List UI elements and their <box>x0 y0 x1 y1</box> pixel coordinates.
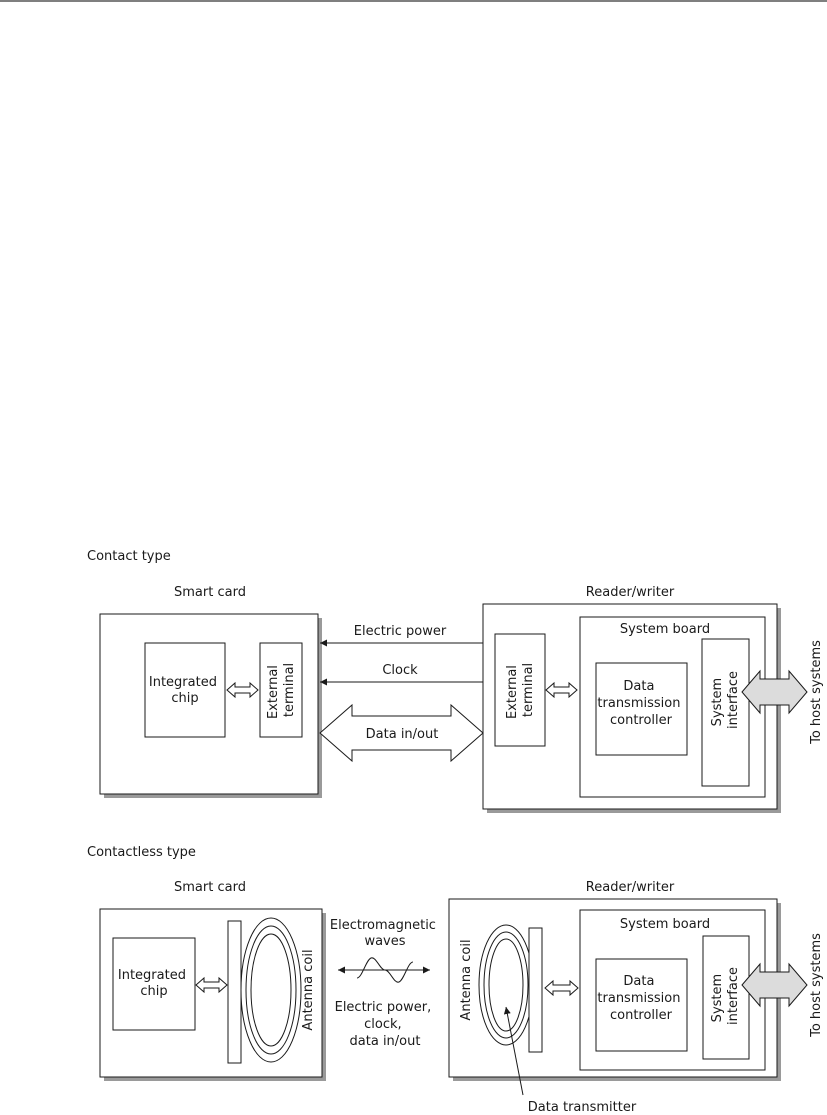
contactless-integrated-chip-label: Integrated chip <box>118 968 190 999</box>
contactless-type-section: Contactless type Smart card Integrated c… <box>87 845 824 1115</box>
contactless-reader-title: Reader/writer <box>586 880 675 895</box>
contactless-data-transmission-controller <box>595 958 688 1052</box>
contactless-reader-coil-arrow <box>544 979 579 997</box>
contactless-card-coil-strip <box>227 920 242 1064</box>
contact-section-label: Contact type <box>87 549 171 564</box>
contact-data-transmission-controller-label: Data transmission controller <box>597 679 684 728</box>
contact-data-in-out-label: Data in/out <box>366 727 439 742</box>
contact-system-interface-label: System interface <box>710 671 741 729</box>
contact-chip-terminal-arrow <box>226 681 259 699</box>
contact-reader-title: Reader/writer <box>586 585 675 600</box>
contact-card-external-terminal-label: External terminal <box>266 661 297 719</box>
contactless-system-board-label: System board <box>620 917 710 932</box>
contactless-data-transmission-controller-label: Data transmission controller <box>597 974 684 1023</box>
contact-type-section: Contact type Smart card Integrated chip … <box>87 549 824 813</box>
contact-reader-terminal-arrow <box>545 681 578 699</box>
contactless-integrated-chip <box>112 937 196 1031</box>
contactless-sine-wave <box>356 957 414 983</box>
contactless-to-host-systems-label: To host systems <box>809 933 824 1038</box>
contact-data-in-out-arrow <box>319 703 484 763</box>
contactless-system-interface-label: System interface <box>710 967 741 1025</box>
contact-data-transmission-controller <box>595 662 688 756</box>
contact-to-host-systems-label: To host systems <box>809 640 824 745</box>
contact-reader-external-terminal-label: External terminal <box>505 661 536 719</box>
contactless-data-transmitter-label: Data transmitter <box>528 1100 637 1115</box>
contactless-reader-antenna-coil-label: Antenna coil <box>459 939 474 1020</box>
contact-system-interface <box>701 638 750 787</box>
contactless-card-antenna-coil-label: Antenna coil <box>301 949 316 1030</box>
contactless-reader-coil-strip <box>528 927 543 1053</box>
contactless-system-interface <box>702 935 750 1060</box>
contact-host-arrow <box>741 669 808 715</box>
contactless-host-arrow <box>741 962 808 1008</box>
contact-card-external-terminal <box>259 642 303 738</box>
contact-integrated-chip-label: Integrated chip <box>149 675 221 706</box>
contactless-chip-coil-arrow <box>195 976 228 994</box>
contactless-section-label: Contactless type <box>87 845 196 860</box>
contact-clock-label: Clock <box>382 663 418 678</box>
contactless-data-transmitter-pointer <box>503 1006 524 1096</box>
contactless-card-antenna-coil <box>240 917 302 1063</box>
contactless-electromagnetic-waves-label: Electromagnetic waves <box>330 918 440 949</box>
contactless-wave-payload-label: Electric power, clock, data in/out <box>335 1000 436 1049</box>
contact-integrated-chip <box>144 642 226 738</box>
contact-card-title: Smart card <box>174 585 246 600</box>
contact-system-board-label: System board <box>620 622 710 637</box>
contactless-card-title: Smart card <box>174 880 246 895</box>
contact-electric-power-label: Electric power <box>354 624 447 639</box>
contact-reader-external-terminal <box>494 633 546 747</box>
